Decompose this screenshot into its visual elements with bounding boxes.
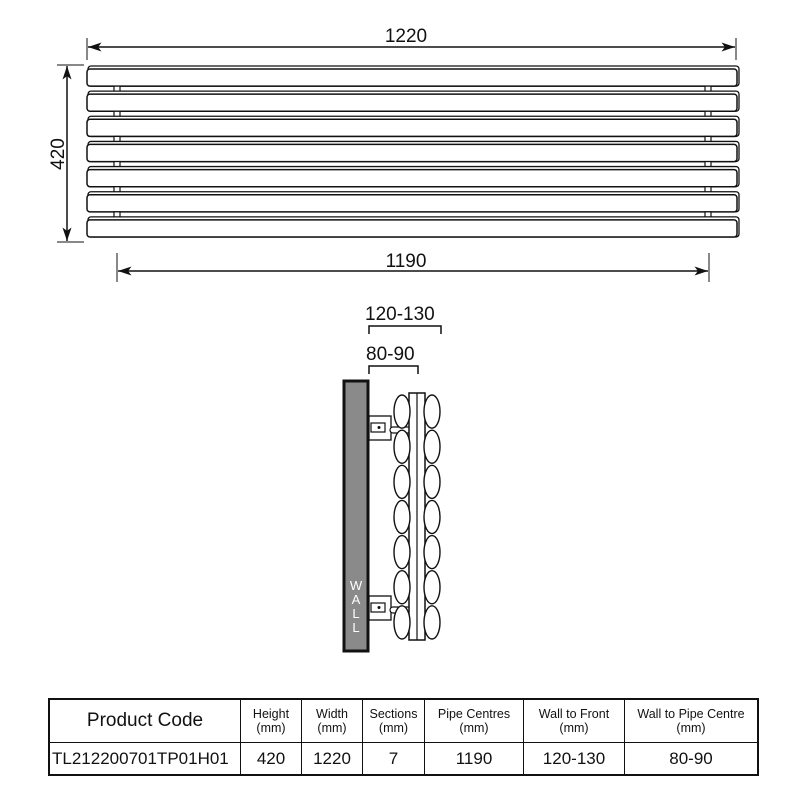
radiator-bar — [86, 65, 740, 87]
header-wall-to-pipe-centre: Wall to Pipe Centre(mm) — [624, 698, 759, 743]
width-label: 1220 — [385, 26, 427, 47]
radiator-bar — [86, 216, 740, 238]
bar-section-front — [393, 464, 411, 500]
bar-section-back — [423, 429, 441, 464]
bar-section-front — [393, 429, 411, 464]
width-dimension: 1220 — [86, 26, 737, 60]
height-dimension: 420 — [48, 64, 84, 243]
cell-pipe-centres: 1190 — [424, 742, 524, 776]
bar-section-front — [393, 499, 411, 535]
wall-letter: L — [352, 620, 359, 635]
radiator-bar — [86, 90, 740, 113]
bar-sections — [393, 394, 441, 640]
radiator-bars — [86, 65, 740, 238]
wall — [342, 379, 370, 653]
cell-width: 1220 — [301, 742, 363, 776]
wall-letter: W — [350, 578, 363, 593]
radiator-bar — [86, 191, 740, 213]
header-sections: Sections(mm) — [362, 698, 425, 743]
cell-wall-to-pipe-centre: 80-90 — [624, 742, 759, 776]
header-height: Height(mm) — [240, 698, 302, 743]
radiator-bar — [86, 165, 740, 188]
bar-section-front — [393, 394, 411, 429]
wall-letter: L — [352, 606, 359, 621]
cell-sections: 7 — [362, 742, 425, 776]
bar-section-front — [393, 605, 411, 640]
wall-to-front-bracket — [368, 325, 442, 334]
front-view: 1220 420 1190 — [48, 26, 740, 282]
bar-section-front — [393, 570, 411, 605]
bar-section-front — [393, 534, 411, 570]
table-header-row: Product Code Height(mm) Width(mm) Sectio… — [48, 698, 759, 743]
bar-section-back — [423, 570, 441, 605]
bar-section-back — [423, 464, 441, 500]
radiator-bar — [86, 115, 740, 138]
bar-section-back — [423, 605, 441, 640]
wall-to-pipe-bracket — [368, 365, 419, 374]
table-row: TL212200701TP01H01 420 1220 7 1190 120-1… — [48, 742, 759, 776]
radiator-bar — [86, 140, 740, 163]
header-product-code: Product Code — [48, 698, 241, 743]
cell-height: 420 — [240, 742, 302, 776]
spec-table: Product Code Height(mm) Width(mm) Sectio… — [48, 698, 759, 776]
header-pipe-centres: Pipe Centres(mm) — [424, 698, 524, 743]
header-width: Width(mm) — [301, 698, 363, 743]
wall-to-front-label: 120-130 — [365, 304, 435, 325]
bar-section-back — [423, 499, 441, 535]
height-label: 420 — [48, 138, 69, 170]
bar-section-back — [423, 534, 441, 570]
cell-wall-to-front: 120-130 — [523, 742, 625, 776]
cell-product-code: TL212200701TP01H01 — [48, 742, 241, 776]
wall-to-pipe-label: 80-90 — [366, 344, 415, 365]
pipe-centres-label: 1190 — [386, 251, 427, 272]
header-wall-to-front: Wall to Front(mm) — [523, 698, 625, 743]
bar-section-back — [423, 394, 441, 429]
pipe-centres-dimension: 1190 — [116, 251, 710, 282]
wall-letter: A — [352, 592, 361, 607]
